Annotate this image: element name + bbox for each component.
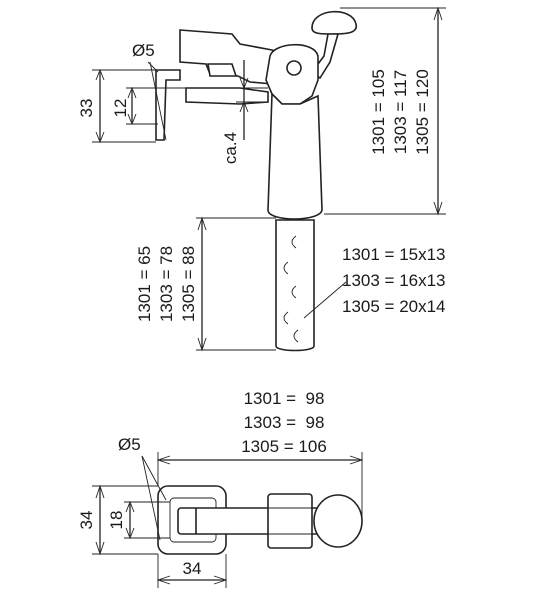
dim-12: 12: [111, 86, 186, 126]
pin-1301-label: 1301 = 65: [135, 246, 154, 322]
pin-groove: [291, 235, 297, 249]
pin-1305-label: 1305 = 88: [179, 246, 198, 322]
pin-groove: [291, 285, 297, 299]
pin-groove: [283, 311, 289, 325]
pivot-pin: [286, 60, 302, 76]
height-1305-label: 1305 = 120: [413, 69, 432, 155]
mounting-lug: [155, 69, 181, 141]
len-1303-label: 1303 = 98: [244, 413, 325, 432]
dim-33: 33: [77, 68, 156, 144]
height-1303-label: 1303 = 117: [391, 70, 410, 154]
plan-knob: [313, 494, 363, 548]
dim-18: 18: [107, 500, 170, 540]
dim-ca4: ca.4: [221, 60, 268, 164]
len-1305-label: 1305 = 106: [241, 437, 327, 456]
handle-body: [267, 92, 323, 220]
dim-plan-length: 1301 = 98 1303 = 98 1305 = 106: [156, 389, 364, 520]
side-view: [155, 10, 358, 352]
knob-shape: [311, 10, 358, 35]
dim-34-horizontal: 34: [156, 554, 228, 588]
section-1303-label: 1303 = 16x13: [342, 271, 446, 290]
dim-18-label: 18: [107, 511, 126, 530]
base-slot: [177, 507, 199, 535]
dim-12-label: 12: [111, 99, 130, 118]
dim-diameter-top: Ø5: [132, 41, 167, 141]
pin-groove: [283, 261, 289, 275]
latch-tab: [207, 63, 238, 77]
dim-pin-length: 1301 = 65 1303 = 78 1305 = 88: [135, 216, 276, 352]
pin-groove: [293, 329, 299, 343]
dim-33-label: 33: [77, 99, 96, 118]
dim-diameter-label: Ø5: [132, 41, 155, 60]
len-1301-label: 1301 = 98: [244, 389, 325, 408]
dim-diameter-bottom: Ø5: [118, 435, 167, 541]
dim-34-h-label: 34: [183, 559, 202, 578]
dim-ca4-label: ca.4: [221, 132, 240, 164]
section-1305-label: 1305 = 20x14: [342, 297, 446, 316]
dim-34-vertical: 34: [77, 484, 158, 556]
plan-view: [157, 485, 363, 555]
locking-pin: [275, 219, 315, 352]
pin-1303-label: 1303 = 78: [157, 246, 176, 322]
section-callout: 1301 = 15x13 1303 = 16x13 1305 = 20x14: [303, 245, 446, 319]
dim-overall-height: 1301 = 105 1303 = 117 1305 = 120: [324, 6, 446, 216]
dim-diameter-bottom-label: Ø5: [118, 435, 141, 454]
height-1301-label: 1301 = 105: [369, 69, 388, 155]
plan-collar: [267, 493, 313, 549]
dim-34-v-label: 34: [77, 511, 96, 530]
section-1301-label: 1301 = 15x13: [342, 245, 446, 264]
